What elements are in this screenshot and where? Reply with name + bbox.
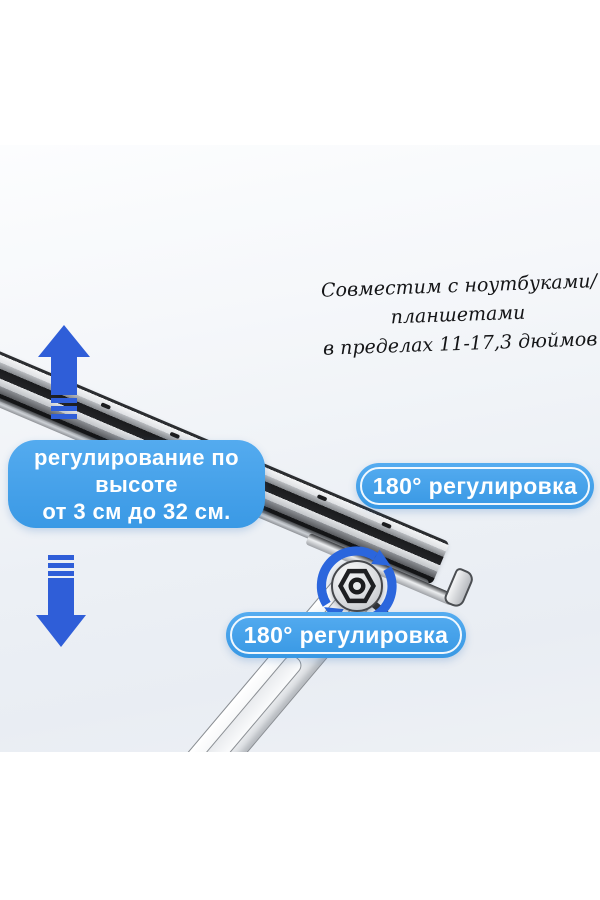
laptop-port	[316, 494, 328, 502]
rotation-label-text: 180° регулировка	[372, 472, 578, 499]
height-label-line: высоте	[95, 471, 178, 497]
arrow-dashes	[51, 390, 77, 420]
compatibility-note: Совместим с ноутбуками/ планшетами в пре…	[321, 267, 598, 363]
arm-slot	[200, 652, 306, 752]
laptop-port	[100, 402, 112, 410]
height-label-line: регулирование по	[34, 444, 239, 470]
height-increase-arrow-icon	[38, 325, 90, 420]
laptop-port	[381, 521, 392, 530]
height-decrease-arrow-icon	[36, 555, 86, 647]
stand-platform-hook	[442, 566, 476, 610]
arrow-head	[36, 615, 86, 647]
laptop-port	[169, 431, 181, 440]
arrow-head	[38, 325, 90, 357]
rotation-label-bottom: 180° регулировка	[226, 612, 466, 658]
arrow-dashes	[48, 555, 74, 578]
rotation-label-top: 180° регулировка	[356, 463, 594, 509]
rotation-label-text: 180° регулировка	[243, 621, 449, 648]
nut-center	[353, 582, 361, 590]
rotation-arrows-icon	[121, 745, 231, 752]
arrow-shaft	[51, 357, 77, 390]
height-label-line: от 3 см до 32 см.	[42, 498, 231, 524]
height-adjustment-label: регулирование по высоте от 3 см до 32 см…	[8, 440, 265, 528]
arrow-shaft	[48, 578, 74, 615]
